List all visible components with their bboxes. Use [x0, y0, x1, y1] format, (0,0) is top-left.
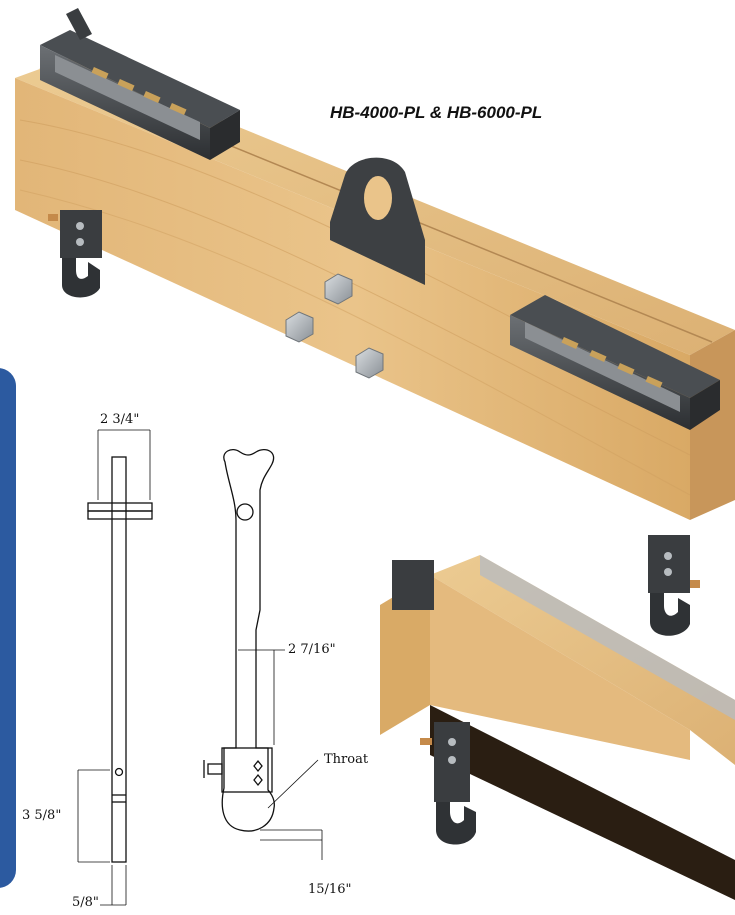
dim-hook-reach: 2 7/16"	[288, 642, 336, 657]
throat-label: Throat	[324, 752, 369, 767]
left-beam-clamp	[40, 8, 240, 160]
right-bottom-hook	[648, 535, 700, 636]
beam-bolts	[285, 273, 384, 379]
lifting-eye	[330, 157, 425, 285]
left-bottom-hook	[48, 210, 102, 298]
closeup-view	[380, 555, 735, 900]
dim-width-top: 2 3/4"	[100, 412, 140, 427]
side-view-drawing	[77, 429, 153, 906]
front-view-drawing	[203, 448, 323, 860]
dim-throat-depth: 15/16"	[308, 882, 352, 897]
blue-side-panel	[0, 368, 16, 888]
product-title: HB-4000-PL & HB-6000-PL	[330, 103, 543, 122]
dim-lower-length: 3 5/8"	[22, 808, 62, 823]
wood-beam	[15, 58, 735, 520]
dim-bottom-width: 5/8"	[72, 895, 99, 910]
right-beam-clamp	[510, 295, 720, 430]
